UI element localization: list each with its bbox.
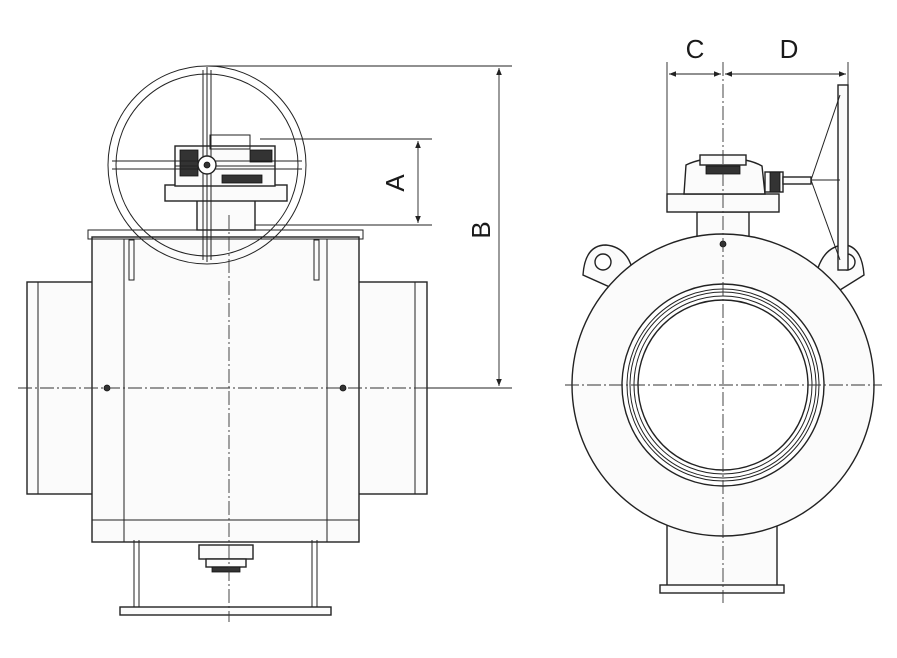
support-stand (119, 540, 332, 616)
front-view: A B (18, 65, 512, 622)
dimension-b-label: B (466, 221, 496, 238)
side-view: C D (565, 34, 882, 603)
dimension-c-label: C (686, 34, 705, 64)
valve-body (91, 236, 360, 543)
dimension-d: D (725, 34, 849, 88)
dimension-a: A (255, 138, 432, 226)
dimension-c: C (666, 34, 721, 196)
dimension-b: B (207, 65, 512, 389)
handwheel (107, 65, 307, 265)
side-gearbox (666, 154, 812, 213)
side-handwheel (810, 84, 849, 271)
dimension-d-label: D (780, 34, 799, 64)
dimension-a-label: A (380, 174, 410, 192)
gear-operator (164, 134, 288, 231)
